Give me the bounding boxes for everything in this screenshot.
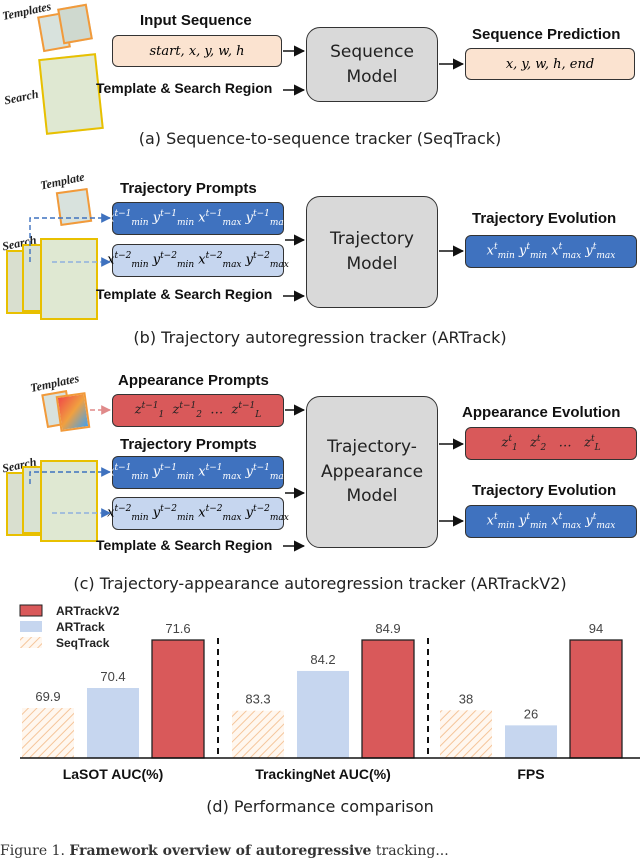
category-label-2: FPS [517,766,544,782]
prompt-box-c-t2: xt−2min yt−2min xt−2max yt−2max [107,497,289,530]
trajectory-appearance-model-box: Trajectory-Appearance Model [306,396,438,548]
caption-d: (d) Performance comparison [206,797,434,816]
evolution-b-content: xtmin ytmin xtmax ytmax [486,242,616,261]
sequence-prediction-header: Sequence Prediction [472,26,621,43]
bar-seqtrack-1 [232,710,284,758]
appearance-evolution-header: Appearance Evolution [462,404,621,421]
arrows-layer [29,45,465,552]
bar-value-artrack-0: 70.4 [100,669,125,684]
bar-artrackv2-0 [151,639,205,759]
bar-seqtrack-0 [22,708,74,758]
input-sequence-header: Input Sequence [140,12,252,29]
prompt-box-t2: xt−2min yt−2min xt−2max yt−2max [107,244,289,277]
search-thumb-c-front [40,460,98,542]
caption-b: (b) Trajectory autoregression tracker (A… [133,328,507,347]
bar-value-artrackv2-1: 84.9 [375,621,400,636]
evolution-box-b: xtmin ytmin xtmax ytmax [465,235,637,268]
prompt-box-t1: xt−1min yt−1min xt−1max yt−1max [107,202,289,235]
legend-swatch-artrackv2 [19,604,43,617]
legend-swatch-artrack [20,621,42,632]
trajectory-evolution-header-c: Trajectory Evolution [472,482,617,499]
caption-c: (c) Trajectory-appearance autoregression… [73,574,567,593]
evolution-box-c: xtmin ytmin xtmax ytmax [465,505,637,538]
appearance-prompts-header: Appearance Prompts [118,372,269,389]
legend-swatch-seqtrack [20,637,42,648]
bar-value-seqtrack-0: 69.9 [35,689,60,704]
bar-value-seqtrack-1: 83.3 [245,692,270,707]
template-search-region-label: Template & Search Region [96,80,273,96]
figure-caption-partial: Figure 1. Framework overview of autoregr… [0,843,449,859]
search-thumb-front [40,238,98,320]
bar-artrackv2-1 [361,639,415,759]
appearance-evolution-box: zt1 zt2 … ztL [465,427,637,460]
sequence-prediction-content: x, y, w, h, end [505,56,595,72]
legend-label-seqtrack: SeqTrack [56,636,110,650]
caption-a: (a) Sequence-to-sequence tracker (SeqTra… [138,129,502,148]
template-search-region-label-c: Template & Search Region [96,537,273,553]
trajectory-prompts-header-b: Trajectory Prompts [120,180,257,197]
trajectory-prompts-header-c: Trajectory Prompts [120,436,257,453]
category-label-1: TrackingNet AUC(%) [255,766,391,782]
bar-artrack-1 [297,670,349,758]
input-sequence-box: start, x, y, w, h [112,35,282,67]
bar-seqtrack-2 [440,710,492,758]
bar-value-artrack-2: 26 [524,706,538,721]
trajectory-model-box: Trajectory Model [306,196,438,308]
sequence-prediction-box: x, y, w, h, end [465,48,635,80]
template-search-region-label-b: Template & Search Region [96,286,273,302]
evolution-c-content: xtmin ytmin xtmax ytmax [486,512,616,531]
bar-value-artrackv2-2: 94 [589,621,603,636]
bar-artrack-0 [87,688,139,758]
bar-artrack-2 [505,725,557,758]
input-sequence-content: start, x, y, w, h [149,43,245,59]
appearance-evolution-content: zt1 zt2 … ztL [501,434,601,453]
legend-label-artrackv2: ARTrackV2 [56,604,120,618]
bar-artrackv2-2 [569,639,623,759]
trajectory-appearance-model-label: Trajectory-Appearance Model [320,437,424,507]
bar-value-artrack-1: 84.2 [310,652,335,667]
trajectory-evolution-header-b: Trajectory Evolution [472,210,617,227]
sequence-model-label: Sequence Model [330,41,414,87]
category-label-0: LaSOT AUC(%) [63,766,164,782]
prompt-c-t2-content: xt−2min yt−2min xt−2max yt−2max [107,504,289,523]
sequence-model-box: Sequence Model [306,27,438,102]
prompt-box-c-t1: xt−1min yt−1min xt−1max yt−1max [107,456,289,489]
legend-label-artrack: ARTrack [56,620,105,634]
appearance-prompt-content: zt−11 zt−12 … zt−1L [134,401,262,420]
trajectory-model-label: Trajectory Model [330,229,414,274]
bar-value-seqtrack-2: 38 [459,691,473,706]
bar-value-artrackv2-0: 71.6 [165,621,190,636]
appearance-prompt-box: zt−11 zt−12 … zt−1L [112,394,284,427]
